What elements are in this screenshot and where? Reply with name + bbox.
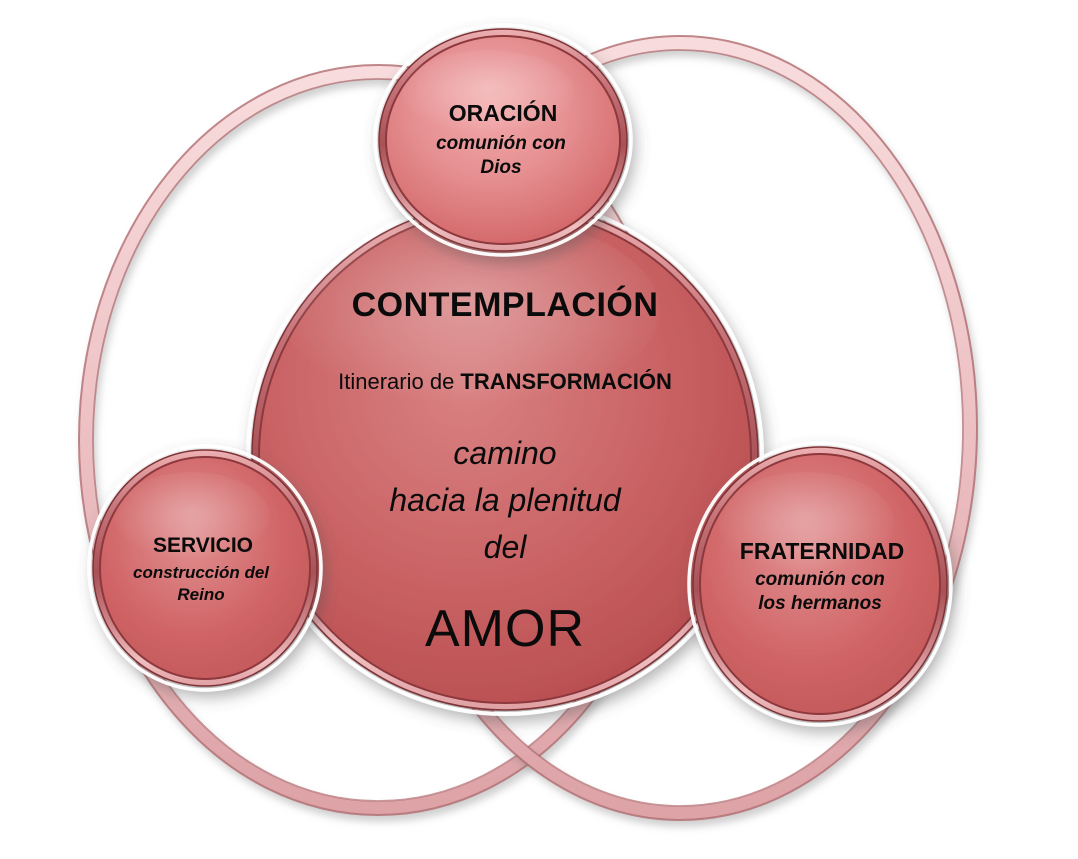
fraternidad-subtitle-line1: comunión con (755, 569, 885, 590)
fraternidad-title: FRATERNIDAD (739, 538, 905, 564)
circle-oracion (373, 23, 633, 257)
servicio-subtitle-line1: construcción del (132, 563, 270, 582)
fraternidad-gloss-highlight (718, 472, 894, 572)
itinerary-prefix: Itinerario de (338, 369, 461, 394)
servicio-gloss-highlight (114, 472, 270, 560)
itinerary-line: Itinerario de TRANSFORMACIÓN (338, 369, 672, 395)
circle-servicio (87, 444, 323, 692)
oracion-title: ORACIÓN (448, 100, 558, 126)
path-line-1: camino (453, 435, 557, 471)
contemplacion-title: CONTEMPLACIÓN (351, 286, 659, 324)
circle-fraternidad (687, 441, 953, 727)
path-line-3: del (483, 529, 527, 566)
fraternidad-subtitle-line2: los hermanos (758, 593, 882, 615)
oracion-gloss-highlight (402, 50, 574, 134)
itinerary-bold: TRANSFORMACIÓN (460, 369, 672, 394)
circle-contemplacion (246, 196, 764, 716)
oracion-subtitle: comunión con Dios (436, 132, 566, 181)
path-lines: camino hacia la plenitud del (389, 430, 620, 571)
servicio-title: SERVICIO (153, 534, 253, 557)
central-gloss-highlight (280, 215, 660, 405)
oracion-subtitle-line2: Dios (480, 157, 522, 179)
amor-word: AMOR (425, 600, 585, 658)
oracion-subtitle-line1: comunión con (436, 133, 566, 154)
path-line-2: hacia la plenitud (389, 482, 621, 519)
servicio-subtitle-line2: Reino (177, 584, 225, 604)
servicio-subtitle: construcción del Reino (133, 562, 269, 606)
fraternidad-subtitle: comunión con los hermanos (755, 568, 885, 617)
